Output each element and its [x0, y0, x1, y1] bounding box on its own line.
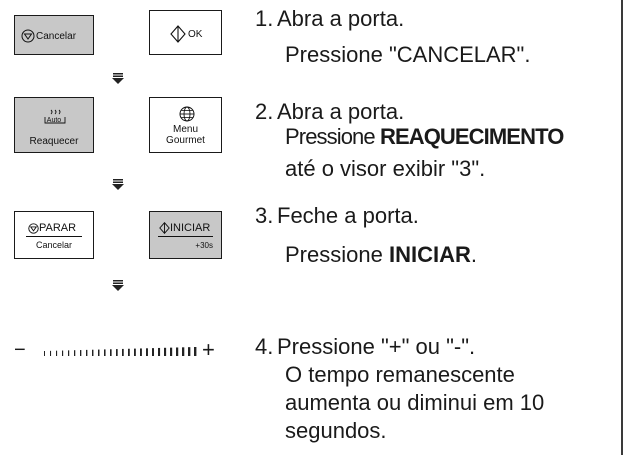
menu-gourmet-button[interactable]: Menu Gourmet: [149, 97, 222, 153]
reaquecer-label: Reaquecer: [29, 136, 79, 147]
step-text: Pressione: [285, 242, 389, 267]
dial-ticks: [44, 347, 197, 356]
dial-tick: [86, 349, 88, 356]
dial-tick: [50, 350, 52, 356]
menu-label: Menu: [172, 124, 198, 135]
reaquecer-button[interactable]: Auto Reaquecer: [14, 97, 94, 153]
cancelar-label: Cancelar: [36, 31, 77, 42]
cancelar-button[interactable]: Cancelar: [14, 15, 94, 55]
dial-tick: [104, 349, 106, 356]
step-number: 4.: [255, 334, 274, 359]
dial-tick: [182, 347, 185, 356]
diamond-arrow-icon: [170, 25, 186, 43]
dial-tick: [68, 350, 70, 356]
steam-plate-icon: [44, 109, 66, 124]
dial-tick: [188, 347, 191, 356]
dial-tick: [122, 348, 124, 356]
step-number: 2.: [255, 99, 274, 124]
stop-circle-icon: [21, 29, 35, 43]
step-bold-text: INICIAR: [388, 242, 471, 267]
step-line: O tempo remanescente: [285, 362, 515, 387]
step-line: Abra a porta.: [277, 99, 405, 124]
diamond-arrow-icon: [159, 222, 170, 234]
step-bold-text: REAQUECIMENTO: [379, 124, 564, 149]
page-edge-rule: [621, 0, 623, 455]
iniciar-sub: +30s: [195, 241, 213, 250]
dial-tick: [176, 347, 179, 356]
dial-tick: [80, 350, 82, 356]
step-text: .: [470, 242, 477, 267]
ok-label: OK: [188, 29, 203, 40]
down-arrow-icon: [112, 280, 124, 291]
step-line: Pressione "CANCELAR".: [285, 42, 531, 67]
gourmet-label: Gourmet: [166, 135, 205, 146]
down-arrow-icon: [112, 73, 124, 84]
dial-tick: [164, 347, 167, 356]
dial-tick: [158, 347, 161, 356]
step-number: 1.: [255, 6, 274, 31]
step-line: Abra a porta.: [277, 6, 405, 31]
dial-tick: [128, 348, 130, 356]
ok-button[interactable]: OK: [149, 10, 222, 55]
minus-symbol: −: [14, 339, 26, 361]
step-text: Pressione: [285, 124, 380, 149]
step-line: Pressione INICIAR.: [285, 242, 477, 268]
step-line: Pressione "+" ou "-".: [277, 334, 476, 359]
step-line: Feche a porta.: [277, 203, 419, 228]
parar-sub: Cancelar: [35, 240, 73, 250]
step-line: até o visor exibir "3".: [285, 156, 486, 181]
dial-tick: [74, 350, 76, 356]
dial-tick: [98, 349, 100, 356]
dial-tick: [194, 347, 197, 356]
dial-tick: [44, 351, 45, 356]
stop-circle-icon: [28, 223, 39, 234]
parar-cancelar-button[interactable]: PARAR Cancelar: [14, 211, 94, 259]
iniciar-divider: [158, 236, 213, 237]
dial-tick: [140, 348, 142, 356]
parar-divider: [26, 236, 82, 237]
dial-tick: [110, 349, 112, 356]
dial-tick: [92, 349, 94, 356]
iniciar-button[interactable]: INICIAR +30s: [149, 211, 222, 259]
globe-icon: [179, 106, 195, 122]
parar-label: PARAR: [39, 222, 77, 234]
dial-tick: [116, 349, 118, 356]
plus-symbol: +: [202, 337, 215, 362]
step-line: aumenta ou diminui em 10: [285, 390, 545, 415]
dial-tick: [56, 350, 58, 356]
step-line: Pressione REAQUECIMENTO: [285, 124, 564, 150]
dial-tick: [62, 350, 64, 356]
dial-tick: [152, 348, 155, 356]
dial-tick: [170, 347, 173, 356]
step-line: segundos.: [285, 418, 387, 443]
iniciar-label: INICIAR: [170, 222, 211, 234]
dial-tick: [134, 348, 136, 356]
step-number: 3.: [255, 203, 274, 228]
dial-tick: [146, 348, 148, 356]
down-arrow-icon: [112, 179, 124, 190]
reaquecer-sub: Auto: [46, 117, 62, 124]
